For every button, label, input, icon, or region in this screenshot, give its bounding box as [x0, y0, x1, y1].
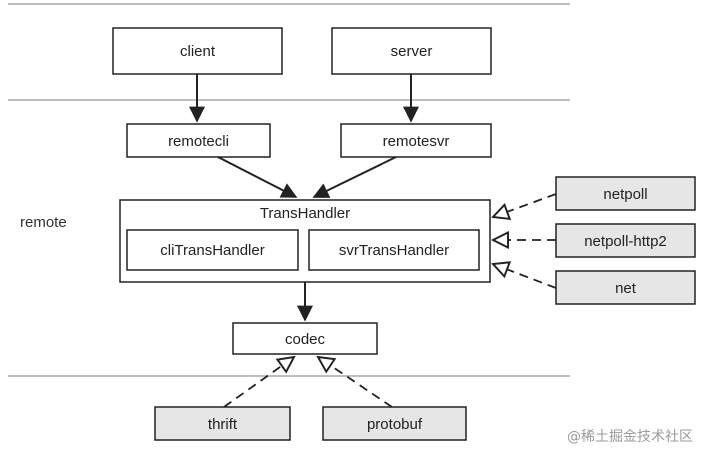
edge-protobuf-implements-codec — [318, 357, 393, 408]
edge-netpoll-implements-transhandler — [493, 193, 557, 217]
node-codec-label: codec — [285, 331, 326, 348]
node-netpoll-http2: netpoll-http2 — [555, 223, 696, 258]
node-transhandler-label: TransHandler — [260, 205, 350, 222]
node-remotecli: remotecli — [126, 123, 271, 158]
watermark: @稀土掘金技术社区 — [567, 429, 693, 445]
node-protobuf: protobuf — [322, 406, 467, 441]
node-thrift: thrift — [154, 406, 291, 441]
node-net-label: net — [615, 280, 637, 297]
edge-thrift-implements-codec — [223, 357, 294, 408]
node-server-label: server — [391, 43, 433, 60]
node-protobuf-label: protobuf — [367, 416, 423, 433]
edge-remotesvr-to-transhandler — [312, 156, 397, 198]
edge-remotecli-to-transhandler — [217, 156, 298, 198]
node-codec: codec — [232, 322, 378, 355]
node-clitranshandler: cliTransHandler — [126, 229, 299, 271]
node-clitranshandler-label: cliTransHandler — [160, 242, 264, 259]
node-thrift-label: thrift — [208, 416, 238, 433]
node-svrtranshandler: svrTransHandler — [308, 229, 480, 271]
layer-label-remote: remote — [20, 214, 67, 231]
node-net: net — [555, 270, 696, 305]
node-remotesvr: remotesvr — [340, 123, 492, 158]
node-svrtranshandler-label: svrTransHandler — [339, 242, 449, 259]
node-netpoll: netpoll — [555, 176, 696, 211]
node-remotesvr-label: remotesvr — [383, 133, 450, 150]
node-client: client — [112, 27, 283, 75]
node-netpoll-http2-label: netpoll-http2 — [584, 233, 667, 250]
node-remotecli-label: remotecli — [168, 133, 229, 150]
edge-net-implements-transhandler — [493, 264, 557, 289]
node-server: server — [331, 27, 492, 75]
node-client-label: client — [180, 43, 216, 60]
node-netpoll-label: netpoll — [603, 186, 647, 203]
